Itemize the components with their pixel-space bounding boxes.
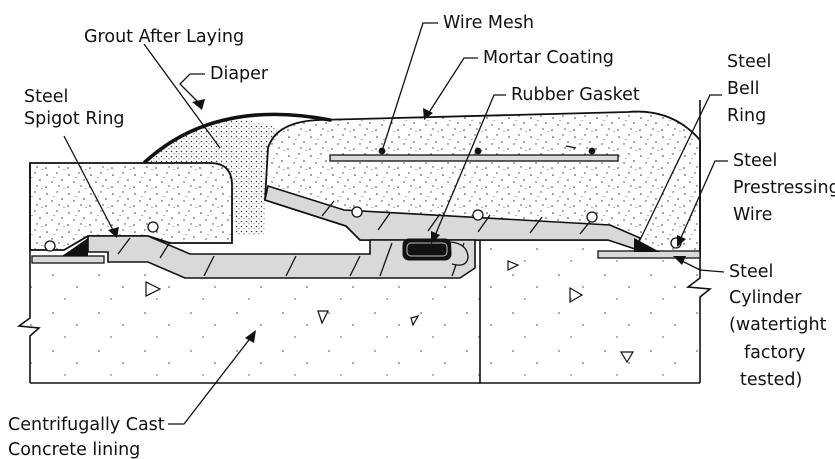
steel-cylinder-left <box>31 255 105 264</box>
spigot-break-line <box>16 163 41 383</box>
bell-lining <box>480 240 700 383</box>
aggregate-mark <box>619 351 635 364</box>
arrow-prestress <box>677 235 686 247</box>
leader-prestress <box>679 160 728 241</box>
leader-cylinder <box>679 259 725 273</box>
prestressing-wire <box>44 240 56 252</box>
wire-mesh-dot <box>474 147 482 155</box>
arrow-spigot-ring <box>108 227 119 238</box>
spigot-weld <box>62 238 88 256</box>
label-grout: Grout After Laying <box>84 27 244 47</box>
bell-lining-outline <box>479 240 700 384</box>
label-rubber-gasket: Rubber Gasket <box>511 85 640 105</box>
label-concrete-lining: Centrifugally Cast Concrete lining <box>8 415 170 459</box>
aggregate-mark <box>145 281 162 297</box>
label-steel-cylinder: Steel Cylinder (watertight factory teste… <box>729 262 832 390</box>
diaper <box>143 112 332 164</box>
leader-grout <box>143 43 221 149</box>
label-prestressing-wire: Steel Prestressing Wire <box>733 151 835 225</box>
aggregate-mark <box>507 260 520 271</box>
leader-spigot-ring <box>63 135 115 233</box>
bell-weld <box>634 238 660 252</box>
steel-spigot-ring <box>87 235 476 279</box>
leader-gasket <box>433 94 506 239</box>
bell-ring-hatch <box>321 200 593 235</box>
arrow-gasket <box>431 231 440 244</box>
gasket-highlight <box>406 242 448 257</box>
leader-mortar <box>427 57 478 115</box>
leader-wire-mesh <box>381 22 438 152</box>
spigot-lining <box>30 258 480 383</box>
aggregate-mark <box>317 310 329 325</box>
arrow-mortar <box>423 108 433 120</box>
arrow-lining <box>245 330 256 343</box>
arrow-cylinder <box>673 256 686 265</box>
leader-diaper <box>179 73 205 105</box>
spigot-ring-hatch <box>117 237 465 277</box>
label-spigot-ring: Steel Spigot Ring <box>24 87 125 129</box>
wire-mesh-dot <box>588 147 596 155</box>
gasket-groove-lip <box>450 241 469 266</box>
prestressing-wire <box>472 209 484 221</box>
label-diaper: Diaper <box>210 64 269 84</box>
leader-lining <box>168 335 253 425</box>
prestressing-wire <box>351 206 363 218</box>
prestressing-wire <box>586 211 598 223</box>
aggregate-mark <box>410 315 420 327</box>
aggregate-mark <box>569 286 584 304</box>
label-bell-ring: Steel Bell Ring <box>727 52 777 126</box>
rubber-gasket <box>402 238 452 261</box>
label-mortar-coating: Mortar Coating <box>483 48 614 68</box>
label-wire-mesh: Wire Mesh <box>443 13 534 33</box>
leader-bell-ring <box>639 94 722 241</box>
grout-after-laying <box>145 120 278 235</box>
prestressing-wire <box>147 221 159 233</box>
mortar-speck <box>565 145 577 149</box>
arrow-diaper <box>192 99 205 110</box>
wire-mesh-bar <box>329 154 619 162</box>
